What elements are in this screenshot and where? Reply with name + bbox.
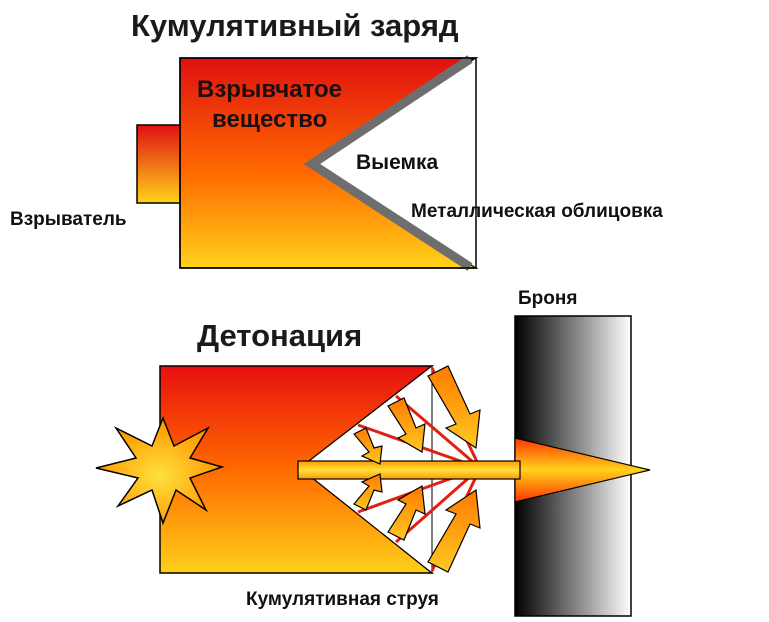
arrow-icon xyxy=(353,473,383,511)
arrow-icon xyxy=(387,485,426,541)
armor-label: Броня xyxy=(518,288,578,309)
liner-label: Металлическая облицовка xyxy=(411,201,663,222)
metal-liner xyxy=(303,55,473,271)
arrow-icon xyxy=(387,397,426,453)
cumulative-jet xyxy=(297,460,521,480)
arrow-icon xyxy=(353,427,383,465)
arrow-icon xyxy=(427,488,481,573)
explosion-icon xyxy=(95,415,225,526)
explosive-label-line1: Взрывчатое xyxy=(197,76,342,103)
detonation-title: Детонация xyxy=(197,318,363,353)
charge-title: Кумулятивный заряд xyxy=(131,8,459,43)
detonator-label: Взрыватель xyxy=(10,209,127,230)
explosive-label-line2: вещество xyxy=(212,106,328,133)
detonation-section xyxy=(95,315,651,617)
charge-section xyxy=(136,55,479,271)
collapse-arrows xyxy=(353,365,481,573)
cavity-label: Выемка xyxy=(356,151,439,174)
jet-label: Кумулятивная струя xyxy=(246,589,439,610)
charge-outline xyxy=(179,57,477,269)
arrow-icon xyxy=(427,365,481,450)
detonator-block xyxy=(136,124,185,204)
